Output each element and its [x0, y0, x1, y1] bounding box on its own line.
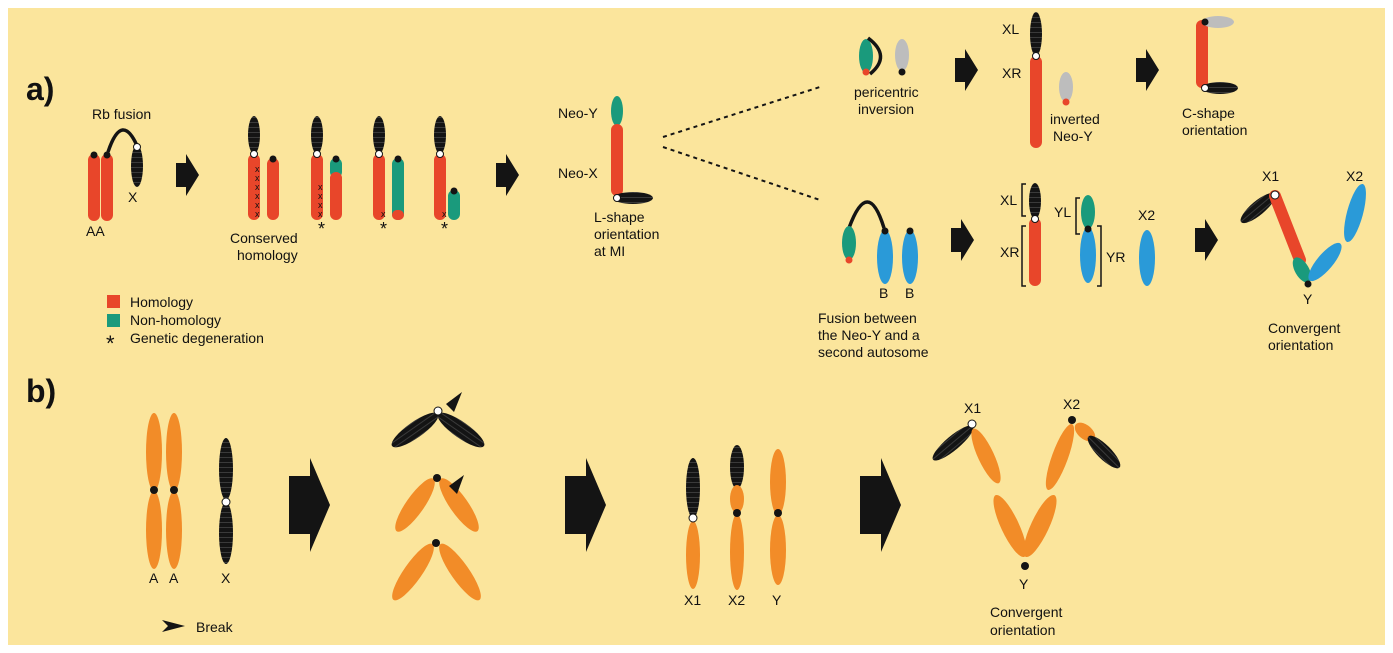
xl-label: XL	[1000, 192, 1017, 208]
c-shape-label: orientation	[1182, 122, 1247, 138]
svg-text:*: *	[441, 219, 448, 239]
l-shape-label: L-shape	[594, 209, 645, 225]
xr-arm	[1029, 218, 1041, 286]
centromere-white	[614, 195, 621, 202]
neo-y-chromosome	[611, 96, 623, 126]
legend-label: Genetic degeneration	[130, 330, 264, 346]
svg-text:*: *	[380, 219, 387, 239]
l-shape-label: at MI	[594, 243, 625, 259]
convergent-label: Convergent	[990, 604, 1062, 620]
pericentric-label: pericentric	[854, 84, 919, 100]
a-label: A	[149, 570, 159, 586]
svg-text:x: x	[442, 209, 447, 219]
c-shape-label: C-shape	[1182, 105, 1235, 121]
x1-label: X1	[964, 400, 981, 416]
xr-arm	[1030, 56, 1042, 148]
y-label: Y	[1019, 576, 1029, 592]
xl-arm	[1030, 12, 1042, 56]
panel-b-label: b)	[26, 373, 56, 409]
legend-swatch-non-homology	[107, 314, 120, 327]
conserved-homology-label: Conserved	[230, 230, 298, 246]
inverted-neo-y	[1059, 72, 1073, 102]
y-label: Y	[1303, 291, 1313, 307]
convergent-label: Convergent	[1268, 320, 1340, 336]
yl-label: YL	[1054, 204, 1071, 220]
svg-text:x: x	[381, 209, 386, 219]
centromere	[1085, 226, 1092, 233]
conserved-homology-label: homology	[237, 247, 298, 263]
xr-label: XR	[1000, 244, 1019, 260]
svg-text:*: *	[318, 219, 325, 239]
centromere	[1063, 99, 1070, 106]
l-shape-label: orientation	[594, 226, 659, 242]
fusion-caption: the Neo-Y and a	[818, 327, 920, 343]
svg-text:x: x	[318, 209, 323, 219]
x-label: X	[221, 570, 231, 586]
neo-y-label: Neo-Y	[558, 105, 598, 121]
neo-x-label: Neo-X	[558, 165, 598, 181]
centromere	[1202, 19, 1209, 26]
pericentric-label: inversion	[858, 101, 914, 117]
svg-text:x: x	[255, 209, 260, 219]
x1-label: X1	[684, 592, 701, 608]
x2-label: X2	[1346, 168, 1363, 184]
inverted-neo-y-label: inverted	[1050, 111, 1100, 127]
x-label: X	[128, 189, 138, 205]
fusion-caption: Fusion between	[818, 310, 917, 326]
xl-arm	[1029, 183, 1041, 219]
yl-arm	[1081, 195, 1095, 229]
x1-label: X1	[1262, 168, 1279, 184]
legend-label: Homology	[130, 294, 193, 310]
legend-swatch-homology	[107, 295, 120, 308]
panel-a-label: a)	[26, 71, 54, 107]
centromere	[104, 152, 111, 159]
x2-label: X2	[1138, 207, 1155, 223]
xl-label: XL	[1002, 21, 1019, 37]
convergent-label: orientation	[1268, 337, 1333, 353]
aa-label: AA	[86, 223, 105, 239]
x-chromosome	[131, 145, 143, 187]
a-label: A	[169, 570, 179, 586]
xr-label: XR	[1002, 65, 1021, 81]
autosome-a1	[88, 154, 100, 221]
degeneration-star-icon: *	[106, 331, 115, 356]
y-label: Y	[772, 592, 782, 608]
break-label: Break	[196, 619, 234, 635]
centromere	[1202, 85, 1209, 92]
centromere-white	[1032, 216, 1039, 223]
centromere	[91, 152, 98, 159]
autosome-a2	[101, 154, 113, 221]
rb-fusion-label: Rb fusion	[92, 106, 151, 122]
b-label: B	[905, 285, 914, 301]
yr-label: YR	[1106, 249, 1125, 265]
legend-label: Non-homology	[130, 312, 221, 328]
convergent-label: orientation	[990, 622, 1055, 638]
neo-x-chromosome	[611, 124, 623, 196]
yr-arm	[1080, 227, 1096, 283]
b-label: B	[879, 285, 888, 301]
inverted-neo-y-label: Neo-Y	[1053, 128, 1093, 144]
x2-label: X2	[1063, 396, 1080, 412]
x2-label: X2	[728, 592, 745, 608]
centromere-white	[1033, 53, 1040, 60]
fusion-caption: second autosome	[818, 344, 929, 360]
c-shape-red-arm	[1196, 20, 1208, 88]
centromere-white	[134, 144, 141, 151]
x2-chromosome	[1139, 230, 1155, 286]
